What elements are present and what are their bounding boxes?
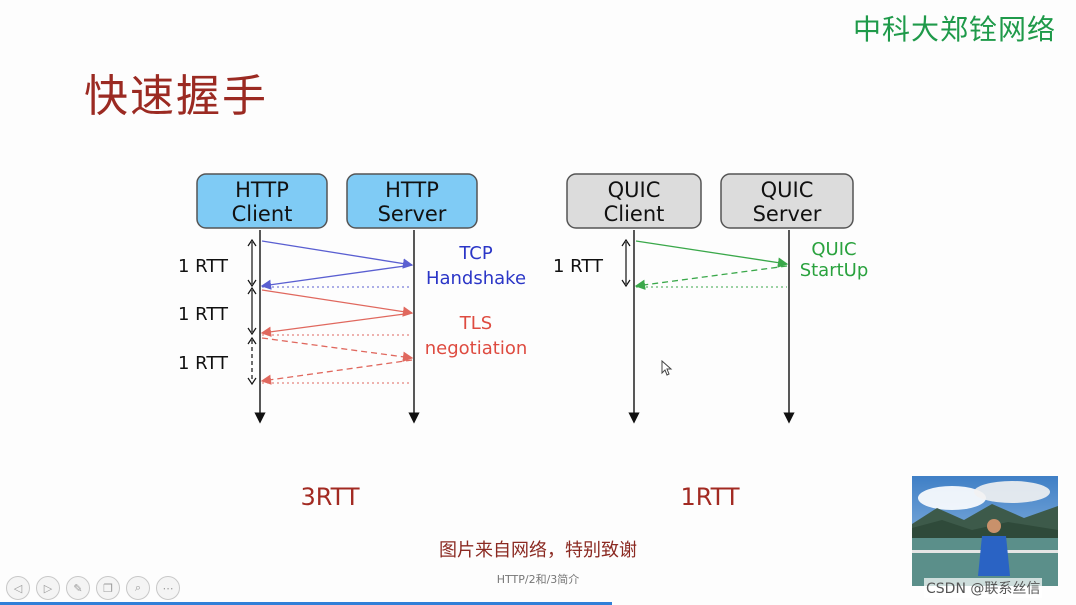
- tcp-syn-arrow: [261, 240, 414, 269]
- http-client-box: HTTP Client: [196, 173, 328, 229]
- webcam-image: [912, 476, 1058, 586]
- tls-serverhello-arrow: [260, 312, 413, 337]
- quic-client-line2: Client: [604, 202, 665, 226]
- tcp-label-line2: Handshake: [426, 268, 526, 289]
- next-icon[interactable]: ▷: [36, 576, 60, 600]
- total-rtt-left: 3RTT: [300, 483, 359, 511]
- rtt-brackets-left: [247, 238, 257, 386]
- rtt-bracket-right: [621, 238, 631, 288]
- rtt-label-1: 1 RTT: [178, 256, 229, 277]
- footer-title: HTTP/2和/3简介: [496, 573, 580, 586]
- http-client-line1: HTTP: [235, 178, 289, 202]
- slideshow-toolbar: ◁ ▷ ✎ ❐ ⌕ ⋯: [6, 576, 180, 600]
- tls-finished-arrow: [261, 337, 414, 362]
- tls-label-line1: TLS: [459, 313, 492, 334]
- pen-icon[interactable]: ✎: [66, 576, 90, 600]
- more-icon[interactable]: ⋯: [156, 576, 180, 600]
- rtt-label-2: 1 RTT: [178, 304, 229, 325]
- rtt-label-3: 1 RTT: [178, 353, 229, 374]
- http-server-line1: HTTP: [385, 178, 439, 202]
- quic-initial-arrow: [635, 240, 789, 268]
- tcp-synack-arrow: [260, 264, 413, 290]
- presenter-webcam: [912, 476, 1058, 586]
- http-server-line2: Server: [378, 202, 447, 226]
- slide-progress-bar: [0, 602, 612, 605]
- quic-reply-arrow: [634, 265, 788, 290]
- tcp-label-line1: TCP: [458, 243, 493, 264]
- quic-server-line1: QUIC: [761, 178, 814, 202]
- quic-server-line2: Server: [753, 202, 822, 226]
- http-server-box: HTTP Server: [346, 173, 478, 229]
- quic-server-box: QUIC Server: [720, 173, 854, 229]
- channel-watermark: 中科大郑铨网络: [852, 13, 1056, 46]
- quic-client-box: QUIC Client: [566, 173, 702, 229]
- prev-icon[interactable]: ◁: [6, 576, 30, 600]
- quic-client-line1: QUIC: [608, 178, 661, 202]
- zoom-icon[interactable]: ⌕: [126, 576, 150, 600]
- tls-label-line2: negotiation: [425, 338, 528, 359]
- http-client-line2: Client: [232, 202, 293, 226]
- image-credit-caption: 图片来自网络，特别致谢: [439, 540, 637, 561]
- total-rtt-right: 1RTT: [680, 483, 739, 511]
- tls-finished-reply-arrow: [260, 359, 413, 385]
- mouse-cursor-icon: [661, 359, 673, 380]
- quic-label-line2: StartUp: [800, 260, 869, 281]
- slide-title: 快速握手: [84, 71, 268, 122]
- csdn-watermark: CSDN @联系丝信: [924, 578, 1043, 598]
- quic-label-line1: QUIC: [811, 239, 856, 260]
- copy-icon[interactable]: ❐: [96, 576, 120, 600]
- tls-clienthello-arrow: [261, 289, 414, 317]
- rtt-label-quic: 1 RTT: [553, 256, 604, 277]
